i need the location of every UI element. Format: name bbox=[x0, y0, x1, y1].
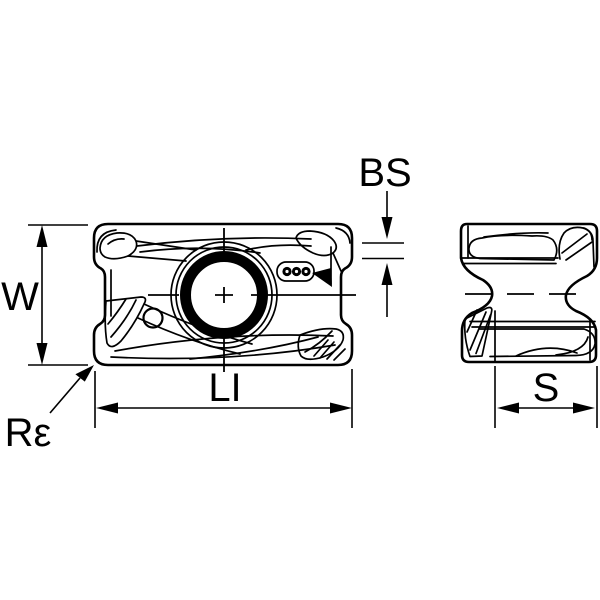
facet-line bbox=[475, 314, 492, 355]
arrow-up-icon bbox=[36, 225, 48, 247]
facet-line bbox=[468, 234, 558, 261]
arrow-right-icon bbox=[330, 402, 352, 414]
facet-line bbox=[558, 226, 595, 268]
facet-line bbox=[304, 330, 333, 353]
facet-line bbox=[295, 230, 338, 257]
insert-top-view bbox=[92, 222, 356, 372]
facet-line bbox=[479, 328, 596, 358]
facet-line bbox=[483, 232, 549, 238]
facet-line bbox=[561, 233, 588, 254]
facet-line bbox=[515, 347, 578, 357]
li-label: LI bbox=[208, 366, 241, 410]
insert-side-view bbox=[459, 222, 599, 364]
facet-line bbox=[127, 255, 187, 262]
facet-line bbox=[332, 252, 342, 272]
facet-line bbox=[107, 238, 125, 245]
w-label: W bbox=[1, 275, 39, 319]
hatch-line bbox=[326, 344, 341, 360]
corner-facet-bottom-right bbox=[297, 327, 346, 361]
hatch-line bbox=[313, 339, 329, 357]
dimension-li: LI bbox=[94, 366, 353, 428]
facet-line bbox=[137, 317, 241, 355]
arrow-up-right-icon bbox=[75, 365, 94, 382]
side-top-edge-band bbox=[461, 225, 559, 265]
dimension-re: Rε bbox=[5, 365, 94, 455]
facet-line bbox=[466, 309, 478, 333]
facet-line bbox=[107, 298, 127, 325]
facet-line bbox=[114, 334, 334, 352]
arrow-up-icon bbox=[381, 263, 393, 285]
facet-line bbox=[104, 296, 147, 348]
wiper-facet-triangle bbox=[312, 268, 332, 287]
facet-line bbox=[463, 306, 493, 358]
dimension-bs: BS bbox=[358, 151, 412, 317]
side-facet-bottom-left bbox=[463, 306, 496, 362]
facet-line bbox=[565, 241, 593, 261]
chipbreaker-lines-top bbox=[136, 237, 312, 254]
dimension-w: W bbox=[1, 224, 88, 366]
hatch-line bbox=[319, 341, 335, 359]
arrow-down-icon bbox=[36, 343, 48, 365]
facet-line bbox=[139, 247, 261, 254]
facet-line bbox=[189, 336, 319, 360]
dot-mark-outline bbox=[276, 261, 315, 282]
bs-label: BS bbox=[358, 151, 411, 195]
facet-line bbox=[245, 244, 312, 251]
arrow-right-icon bbox=[573, 402, 595, 414]
facet-line bbox=[583, 227, 593, 241]
re-label: Rε bbox=[5, 411, 52, 455]
side-bottom-edge-band bbox=[469, 319, 596, 361]
corner-facet-top-right bbox=[276, 227, 351, 287]
side-facet-top-right bbox=[558, 226, 595, 268]
leader-line bbox=[49, 377, 81, 414]
facet-line bbox=[136, 237, 312, 247]
facet-line bbox=[469, 311, 487, 351]
hatch-line bbox=[333, 348, 346, 361]
dimension-s: S bbox=[494, 366, 598, 428]
corner-facet-bottom-left bbox=[104, 296, 253, 355]
s-label: S bbox=[533, 366, 560, 410]
facet-line bbox=[99, 232, 138, 260]
facet-line bbox=[335, 227, 351, 244]
facet-line bbox=[143, 303, 253, 345]
dot-mark bbox=[276, 261, 315, 282]
arrow-left-icon bbox=[96, 402, 118, 414]
facet-line bbox=[96, 229, 117, 253]
insert-outline bbox=[92, 222, 354, 367]
facet-line bbox=[297, 327, 345, 361]
side-outline bbox=[459, 222, 599, 364]
facet-line bbox=[555, 336, 589, 356]
facet-line bbox=[110, 299, 137, 338]
arrow-left-icon bbox=[497, 402, 519, 414]
arrow-down-icon bbox=[381, 217, 393, 239]
